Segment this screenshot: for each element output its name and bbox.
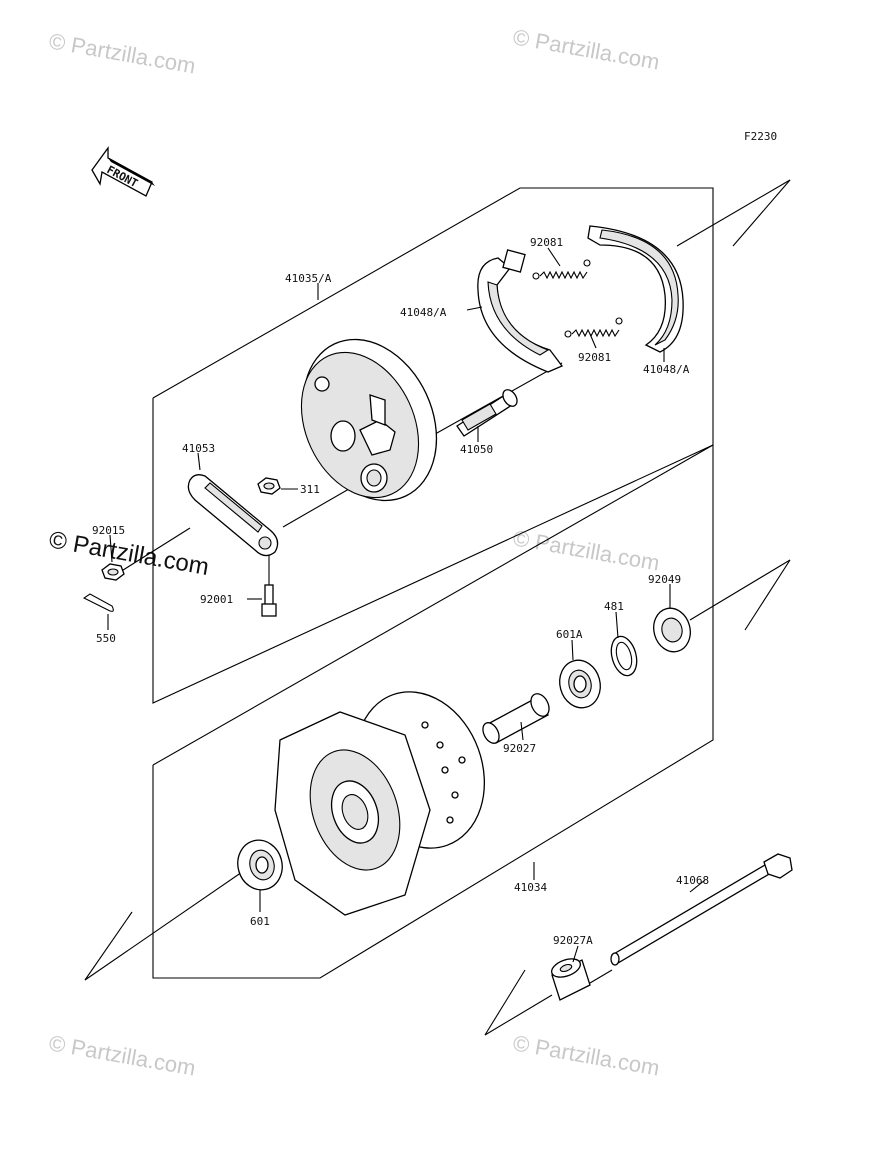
- brake-shoe-left: [477, 249, 564, 373]
- spacer-92027: [482, 693, 550, 744]
- label-601a: 601A: [556, 628, 583, 641]
- lower-panel-frame: [152, 444, 714, 979]
- circlip-481: [610, 635, 638, 677]
- label-481: 481: [604, 600, 624, 613]
- nut-311: [257, 477, 281, 495]
- brake-panel: [300, 338, 438, 502]
- watermark-bottom-left: © Partzilla.com: [47, 1030, 197, 1080]
- watermark-bottom-right: © Partzilla.com: [511, 1030, 661, 1080]
- label-92081-lower: 92081: [578, 351, 611, 364]
- spring-upper: [532, 259, 591, 280]
- label-550: 550: [96, 632, 116, 645]
- label-41034: 41034: [514, 881, 547, 894]
- label-41068: 41068: [676, 874, 709, 887]
- front-arrow-icon: FRONT: [91, 146, 155, 197]
- collar-92027a: [550, 958, 591, 1001]
- label-41048a-left: 41048/A: [400, 306, 447, 319]
- lower-axle-arrow: [84, 911, 133, 981]
- bearing-601a: [559, 659, 601, 709]
- upper-axle-line-2: [427, 362, 563, 439]
- label-41050: 41050: [460, 443, 493, 456]
- watermark-prominent: © Partzilla.com: [47, 526, 211, 581]
- label-92027: 92027: [503, 742, 536, 755]
- brake-camshaft: [456, 389, 518, 437]
- collar-axis-arrow: [484, 969, 526, 1036]
- cotter-pin: [82, 593, 114, 612]
- label-41053: 41053: [182, 442, 215, 455]
- upper-panel-frame: [152, 187, 714, 704]
- collar-axis-right: [589, 969, 613, 984]
- upper-axle-arrow: [732, 179, 791, 247]
- label-311: 311: [300, 483, 320, 496]
- lower-axle-line-2: [689, 559, 791, 621]
- upper-axle-line: [676, 179, 791, 247]
- label-41035a: 41035/A: [285, 272, 332, 285]
- axle-41068: [610, 853, 793, 966]
- brake-shoe-right: [587, 225, 684, 353]
- label-92049: 92049: [648, 573, 681, 586]
- wheel-hub: [274, 691, 486, 916]
- watermark-top-right: © Partzilla.com: [511, 24, 661, 74]
- watermark-mid-right: © Partzilla.com: [511, 525, 661, 575]
- diagram-code: F2230: [744, 130, 777, 143]
- lower-axle-line: [84, 869, 246, 981]
- bolt-92001: [261, 584, 277, 617]
- label-92027a: 92027A: [553, 934, 593, 947]
- spring-lower: [564, 317, 623, 338]
- nut-92015: [101, 563, 125, 581]
- label-92081-upper: 92081: [530, 236, 563, 249]
- leader-lines: [107, 247, 706, 963]
- label-601: 601: [250, 915, 270, 928]
- upper-axle-line-4: [111, 527, 191, 578]
- label-41048a-right: 41048/A: [643, 363, 690, 376]
- seal-92049: [653, 607, 691, 653]
- watermark-top-left: © Partzilla.com: [47, 28, 197, 78]
- lower-axle-arrow-2: [744, 559, 791, 631]
- label-92001: 92001: [200, 593, 233, 606]
- bearing-601: [237, 839, 283, 891]
- collar-axis-left: [484, 994, 553, 1036]
- cam-lever: [187, 474, 279, 557]
- label-92015: 92015: [92, 524, 125, 537]
